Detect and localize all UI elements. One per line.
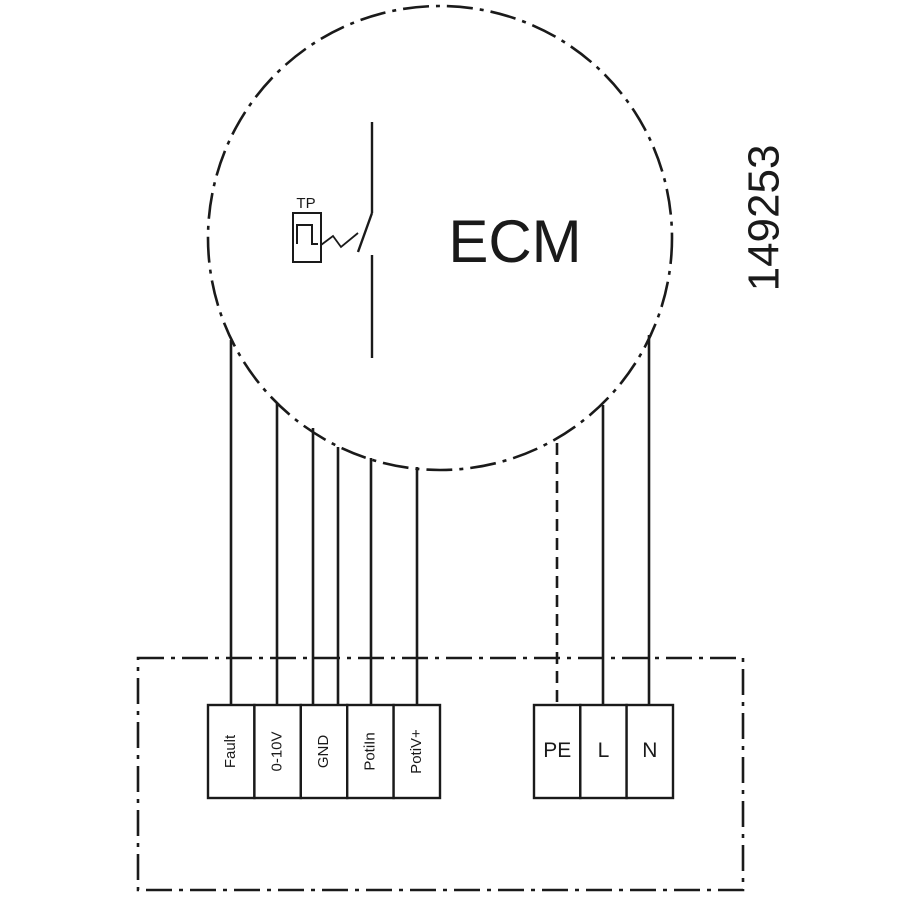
terminal-label-fault: Fault (222, 734, 239, 768)
terminal-label-0-10v: 0-10V (269, 731, 286, 771)
mechanical-link-line (320, 232, 359, 249)
thermal-protector-label: TP (296, 195, 315, 212)
terminal-n (625, 703, 675, 800)
terminal-pe (532, 703, 582, 800)
drawing-number: 149253 (740, 145, 789, 292)
motor-enclosure-circle (206, 4, 674, 472)
terminal-label-l: L (598, 739, 610, 762)
terminal-l (579, 703, 628, 800)
terminal-potiv-plus (392, 703, 442, 800)
terminal-label-gnd: GND (315, 735, 332, 769)
terminal-potiin (346, 703, 395, 800)
terminal-label-potiv-plus: PotiV+ (408, 729, 425, 774)
contact-blade (356, 212, 374, 253)
thermal-element-glyph (296, 224, 318, 245)
power-terminal-block: PE L N (532, 703, 675, 800)
junction-box-outline (136, 656, 745, 892)
control-terminal-block: Fault 0-10V GND PotiIn PotiV+ (206, 703, 442, 800)
terminal-label-pe: PE (543, 739, 571, 762)
motor-label: ECM (448, 208, 581, 275)
terminal-label-n: N (642, 739, 657, 762)
terminal-label-potiin: PotiIn (361, 732, 378, 770)
thermal-protector-switch: TP (292, 122, 374, 358)
